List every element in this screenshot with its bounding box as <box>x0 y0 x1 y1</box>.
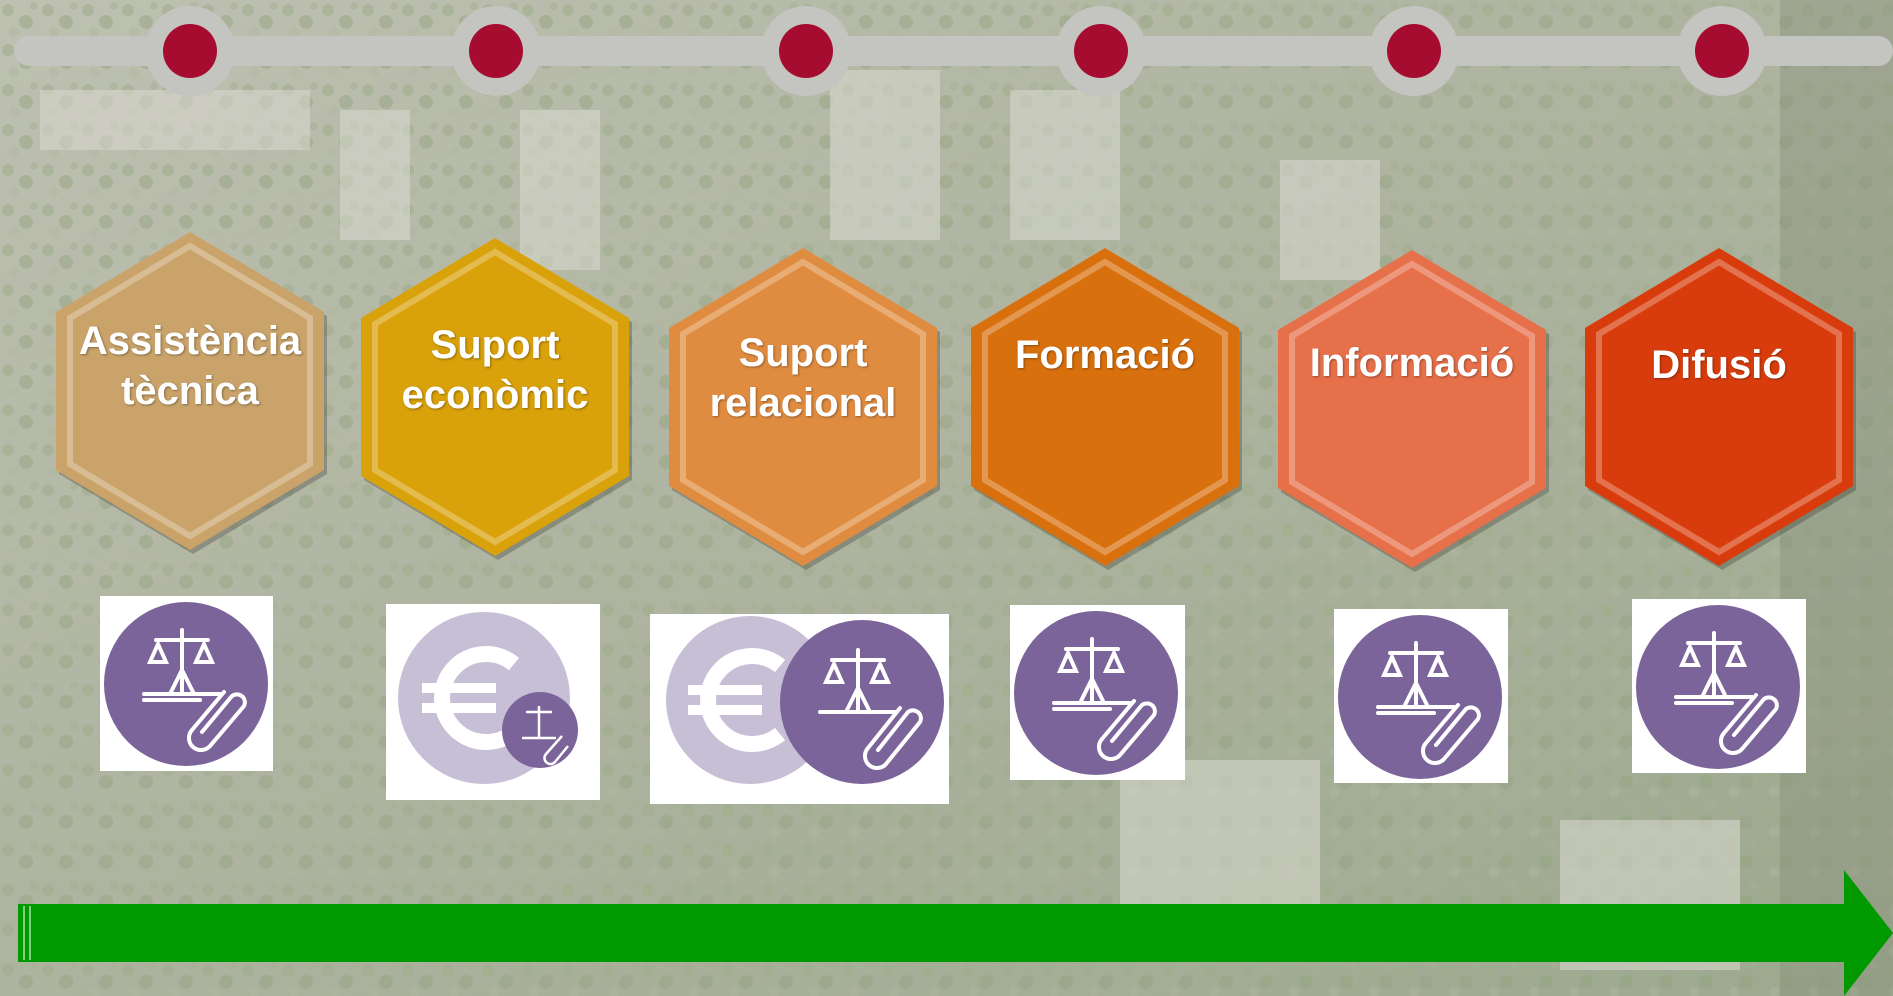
timeline-node <box>1677 6 1767 96</box>
timeline-node <box>145 6 235 96</box>
timeline-node <box>1369 6 1459 96</box>
category-label: Assistència tècnica <box>78 319 302 413</box>
timeline-dot <box>163 24 217 78</box>
hexagon-suport-economic: Suport econòmic <box>357 234 633 560</box>
timeline-dot <box>779 24 833 78</box>
timeline-dot <box>1387 24 1441 78</box>
progress-arrow <box>18 870 1893 996</box>
hexagon-shape <box>56 232 327 554</box>
hexagon-difusio: Difusió <box>1581 244 1857 570</box>
scales-paperclip-icon <box>1010 605 1185 780</box>
timeline-node <box>1056 6 1146 96</box>
scales-paperclip-icon <box>100 596 273 771</box>
category-label: Difusió <box>1651 343 1787 387</box>
hexagon-assistencia-tecnica: Assistència tècnica <box>52 228 328 554</box>
euro-scales-paperclip-icon <box>386 604 600 800</box>
hexagon-shape <box>669 248 940 570</box>
timeline-node <box>761 6 851 96</box>
hexagon-formacio: Formació <box>967 244 1243 570</box>
category-label: Informació <box>1309 341 1515 385</box>
timeline-dot <box>469 24 523 78</box>
hexagon-shape <box>361 238 632 560</box>
timeline-node <box>451 6 541 96</box>
timeline-track <box>14 36 1893 66</box>
scales-paperclip-icon <box>1632 599 1806 773</box>
category-label: Suport econòmic <box>401 323 589 417</box>
hexagon-suport-relacional: Suport relacional <box>665 244 941 570</box>
timeline-dot <box>1074 24 1128 78</box>
euro-scales-paperclip-icon <box>650 614 949 804</box>
hexagon-shape <box>1585 248 1856 570</box>
hexagon-shape <box>971 248 1242 570</box>
category-label: Suport relacional <box>709 331 897 425</box>
scales-paperclip-icon <box>1334 609 1508 783</box>
hexagon-informacio: Informació <box>1274 246 1550 572</box>
category-label: Formació <box>1014 333 1196 377</box>
hexagon-shape <box>1278 250 1549 572</box>
timeline-dot <box>1695 24 1749 78</box>
